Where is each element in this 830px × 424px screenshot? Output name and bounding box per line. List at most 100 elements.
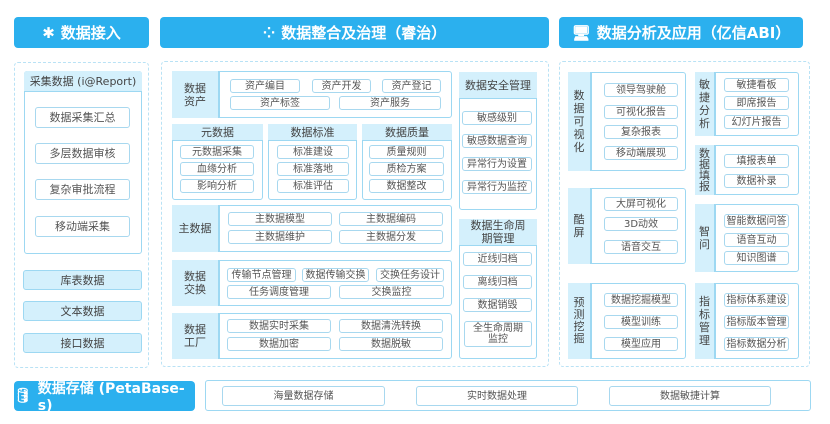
source-item[interactable]: 文本数据 (23, 301, 142, 321)
mining-item[interactable]: 模型应用 (604, 337, 678, 351)
source-item[interactable]: 接口数据 (23, 333, 142, 353)
collect-item[interactable]: 复杂审批流程 (35, 179, 130, 200)
collect-item[interactable]: 数据采集汇总 (35, 107, 130, 128)
metadata-item[interactable]: 影响分析 (180, 179, 254, 193)
viz-item[interactable]: 移动端展现 (604, 146, 678, 160)
collect-title: 采集数据 (i@Report) (24, 71, 142, 92)
security-item[interactable]: 异常行为设置 (462, 157, 532, 171)
mining-item[interactable]: 数据挖掘模型 (604, 293, 678, 307)
master-item[interactable]: 主数据分发 (339, 230, 443, 244)
standard-item[interactable]: 标准建设 (277, 145, 349, 159)
exchange-item[interactable]: 传输节点管理 (227, 268, 296, 282)
asset-item[interactable]: 资产标签 (230, 96, 330, 110)
ask-item[interactable]: 智能数据问答 (724, 214, 789, 228)
exchange-item[interactable]: 数据传输交换 (302, 268, 369, 282)
asset-item[interactable]: 资产服务 (339, 96, 441, 110)
viz-item[interactable]: 领导驾驶舱 (604, 83, 678, 97)
lifecycle-title: 数据生命周期管理 (459, 219, 537, 246)
exchange-label: 数据交换 (172, 260, 220, 306)
nodes-icon: ✱ (42, 23, 55, 42)
label-text: 预测挖掘 (573, 296, 585, 345)
storage-item[interactable]: 数据敏捷计算 (609, 386, 771, 406)
label-text: 酷屏 (573, 213, 585, 239)
ask-item[interactable]: 语音互动 (724, 233, 789, 247)
metric-label: 指标管理 (695, 283, 716, 359)
header-data-governance: ⁘ 数据整合及治理（睿治） (160, 17, 549, 48)
lifecycle-item[interactable]: 全生命周期监控 (464, 321, 532, 347)
factory-label: 数据工厂 (172, 313, 220, 359)
metric-item[interactable]: 指标体系建设 (724, 293, 789, 307)
label-text: 数据可视化 (573, 89, 585, 154)
standard-item[interactable]: 标准落地 (277, 162, 349, 176)
collect-item[interactable]: 多层数据审核 (35, 143, 130, 164)
viz-label: 数据可视化 (568, 72, 592, 171)
agile-item[interactable]: 即席报告 (724, 96, 789, 110)
asset-item[interactable]: 资产登记 (382, 79, 441, 93)
factory-item[interactable]: 数据加密 (227, 337, 331, 351)
label-text: 数据资产 (184, 81, 206, 108)
metadata-title: 元数据 (172, 124, 263, 141)
collect-item[interactable]: 移动端采集 (35, 216, 130, 237)
fill-item[interactable]: 填报表单 (724, 154, 789, 168)
label-text: 数据工厂 (184, 323, 206, 349)
agile-item[interactable]: 幻灯片报告 (724, 115, 789, 129)
lifecycle-item[interactable]: 离线归档 (463, 275, 532, 289)
security-item[interactable]: 敏感级别 (462, 111, 532, 125)
asset-item[interactable]: 资产开发 (312, 79, 371, 93)
header-title: 数据整合及治理（睿治） (281, 24, 447, 42)
asset-item[interactable]: 资产编目 (230, 79, 300, 93)
header-data-analysis: 🖥数据分析及应用（亿信ABI） (559, 17, 803, 48)
lifecycle-item[interactable]: 近线归档 (463, 252, 532, 266)
source-item[interactable]: 库表数据 (23, 270, 142, 290)
quality-item[interactable]: 数据整改 (369, 179, 444, 193)
mining-label: 预测挖掘 (568, 283, 592, 359)
label-text: 智问 (699, 225, 710, 251)
mining-item[interactable]: 模型训练 (604, 315, 678, 329)
metadata-item[interactable]: 元数据采集 (180, 145, 254, 159)
dots-icon: ⁘ (262, 23, 276, 42)
metric-item[interactable]: 指标版本管理 (724, 315, 789, 329)
screen-label: 酷屏 (568, 188, 592, 264)
header-title: 数据存储 (PetaBase-s) (37, 381, 185, 414)
factory-item[interactable]: 数据脱敏 (339, 337, 443, 351)
lifecycle-item[interactable]: 数据销毁 (463, 298, 532, 312)
ask-label: 智问 (695, 204, 716, 272)
header-title: 数据分析及应用（亿信ABI） (596, 24, 791, 42)
database-icon: 🛢 (14, 388, 32, 404)
ask-item[interactable]: 知识图谱 (724, 251, 789, 265)
security-item[interactable]: 敏感数据查询 (462, 134, 532, 148)
label-text: 指标管理 (699, 295, 710, 347)
storage-item[interactable]: 海量数据存储 (222, 386, 385, 406)
agile-label: 敏捷分析 (695, 72, 716, 136)
exchange-item[interactable]: 交换任务设计 (376, 268, 444, 282)
asset-label: 数据资产 (172, 71, 220, 118)
screen-item[interactable]: 大屏可视化 (604, 197, 678, 211)
header-title: 数据接入 (60, 24, 121, 42)
quality-item[interactable]: 质检方案 (369, 162, 444, 176)
master-item[interactable]: 主数据模型 (228, 212, 332, 226)
standard-title: 数据标准 (268, 124, 357, 141)
standard-item[interactable]: 标准评估 (277, 179, 349, 193)
quality-item[interactable]: 质量规则 (369, 145, 444, 159)
header-data-storage: 🛢 数据存储 (PetaBase-s) (14, 381, 195, 414)
exchange-item[interactable]: 交换监控 (339, 285, 444, 299)
label-text: 敏捷分析 (699, 78, 710, 130)
storage-item[interactable]: 实时数据处理 (416, 386, 578, 406)
exchange-item[interactable]: 任务调度管理 (227, 285, 331, 299)
security-title: 数据安全管理 (459, 72, 537, 99)
master-label: 主数据 (172, 205, 220, 252)
fill-item[interactable]: 数据补录 (724, 174, 789, 188)
screen-item[interactable]: 语音交互 (604, 240, 678, 254)
master-item[interactable]: 主数据编码 (339, 212, 443, 226)
viz-item[interactable]: 可视化报告 (604, 105, 678, 119)
factory-item[interactable]: 数据清洗转换 (339, 319, 443, 333)
fill-label: 数据填报 (695, 145, 716, 195)
metric-item[interactable]: 指标数据分析 (724, 337, 789, 351)
security-item[interactable]: 异常行为监控 (462, 180, 532, 194)
viz-item[interactable]: 复杂报表 (604, 125, 678, 139)
metadata-item[interactable]: 血缘分析 (180, 162, 254, 176)
screen-item[interactable]: 3D动效 (604, 217, 678, 231)
agile-item[interactable]: 敏捷看板 (724, 78, 789, 92)
factory-item[interactable]: 数据实时采集 (227, 319, 331, 333)
master-item[interactable]: 主数据维护 (228, 230, 332, 244)
